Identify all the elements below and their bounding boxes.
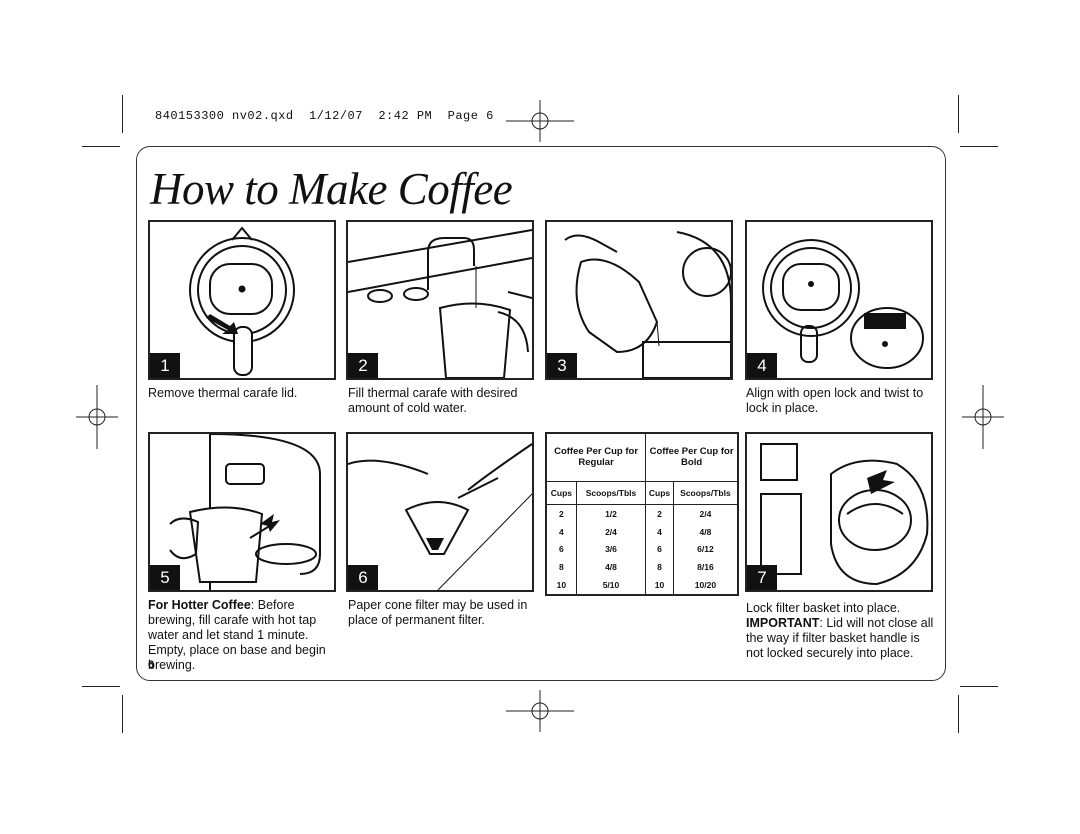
- paper-filter-icon: [348, 443, 532, 590]
- cell: 8/16: [672, 558, 737, 577]
- cell: 10/20: [672, 576, 737, 594]
- col-cups: Cups: [645, 481, 674, 505]
- cell: 6: [559, 544, 564, 555]
- important-text: : Lid will not close all the way if filt…: [746, 616, 934, 660]
- caption-emphasis: For Hotter Coffee: [148, 598, 251, 612]
- step-3-illustration: 3: [545, 220, 733, 380]
- step-5-illustration: 5: [148, 432, 336, 592]
- step-number: 2: [348, 353, 378, 378]
- caption-text: : Before brewing, fill carafe with hot t…: [148, 598, 326, 672]
- step-number: 6: [348, 565, 378, 590]
- cell: 10: [556, 580, 567, 591]
- step-2-illustration: 2: [346, 220, 534, 380]
- step-4-illustration: 4: [745, 220, 933, 380]
- step-number: 5: [150, 565, 180, 590]
- cell: 6: [645, 540, 674, 559]
- step-5-caption: For Hotter Coffee: Before brewing, fill …: [148, 598, 340, 673]
- lock-lid-icon: [762, 239, 924, 369]
- step-6-illustration: 6: [346, 432, 534, 592]
- cell: 4: [559, 526, 564, 537]
- cell: 4: [645, 522, 674, 541]
- printer-slug: 840153300 nv02.qxd 1/12/07 2:42 PM Page …: [155, 109, 494, 123]
- cell: 6/12: [672, 540, 737, 559]
- pouring-carafe-icon: [564, 231, 731, 378]
- table-row: 6 3/6 6 6/12: [547, 540, 737, 559]
- cell: 2/4: [575, 522, 646, 541]
- col-cups: Cups: [547, 481, 577, 505]
- step-4-caption: Align with open lock and twist to lock i…: [746, 386, 924, 415]
- table-row: 10 5/10 10 10/20: [547, 576, 737, 594]
- coffeemaker-carafe-icon: [169, 434, 321, 590]
- step-1-caption: Remove thermal carafe lid.: [148, 386, 298, 400]
- step-number: 4: [747, 353, 777, 378]
- cell: 2/4: [672, 504, 737, 523]
- carafe-lid-icon: [189, 226, 295, 376]
- cell: 4/8: [575, 558, 646, 577]
- cell: 8: [645, 558, 674, 577]
- important-label: IMPORTANT: [746, 616, 820, 630]
- page-title: How to Make Coffee: [150, 164, 513, 214]
- page-number: 6: [148, 659, 155, 671]
- step-7-caption: Lock filter basket into place. IMPORTANT…: [746, 601, 938, 661]
- col-scoops: Scoops/Tbls: [672, 481, 737, 505]
- faucet-icon: [348, 229, 532, 378]
- caption-text: Lock filter basket into place.: [746, 601, 901, 615]
- step-6-caption: Paper cone filter may be used in place o…: [348, 598, 528, 627]
- cell: 5/10: [575, 576, 646, 594]
- table-row: 8 4/8 8 8/16: [547, 558, 737, 577]
- table-row: 4 2/4 4 4/8: [547, 522, 737, 541]
- page-frame: [136, 146, 946, 681]
- cell: 8: [559, 562, 564, 573]
- step-number: 3: [547, 353, 577, 378]
- step-2-caption: Fill thermal carafe with desired amount …: [348, 386, 518, 415]
- cell: 2: [559, 508, 564, 519]
- cell: 4/8: [672, 522, 737, 541]
- step-number: 1: [150, 353, 180, 378]
- header-bold: Coffee Per Cup for Bold: [645, 434, 737, 482]
- cell: 1/2: [575, 504, 646, 523]
- coffee-measure-table: Coffee Per Cup for Regular Coffee Per Cu…: [545, 432, 739, 596]
- cell: 2: [645, 504, 674, 523]
- cell: 3/6: [575, 540, 646, 559]
- header-regular: Coffee Per Cup for Regular: [547, 434, 646, 482]
- filter-basket-icon: [760, 443, 929, 586]
- step-number: 7: [747, 565, 777, 590]
- table-row: 2 1/2 2 2/4: [547, 504, 737, 523]
- col-scoops: Scoops/Tbls: [575, 481, 646, 505]
- step-1-illustration: 1: [148, 220, 336, 380]
- cell: 10: [645, 576, 674, 594]
- step-7-illustration: 7: [745, 432, 933, 592]
